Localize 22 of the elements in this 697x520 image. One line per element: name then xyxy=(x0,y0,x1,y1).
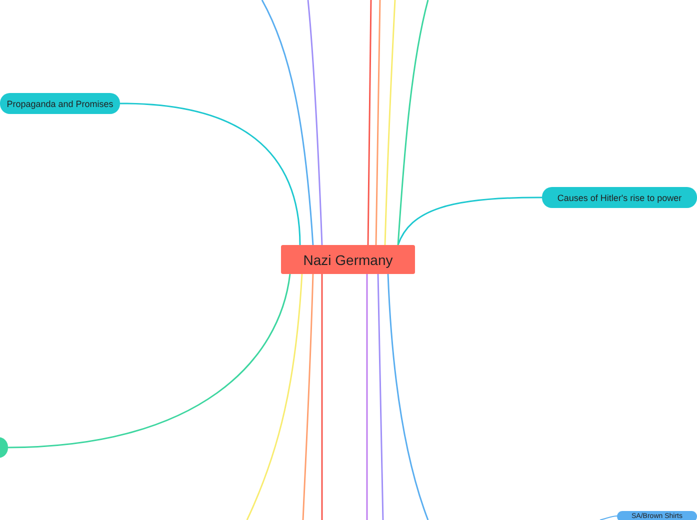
branch-line xyxy=(246,274,303,520)
topic-pill xyxy=(0,93,120,114)
subtopic-pill xyxy=(617,511,697,520)
topic-label: Causes of Hitler's rise to power xyxy=(557,192,682,202)
branch-line xyxy=(397,196,542,246)
topic-label: Nazi Germany xyxy=(303,252,393,268)
branch-line xyxy=(367,0,372,245)
branch-line xyxy=(366,274,368,520)
branch-line xyxy=(261,0,314,246)
central-topic-box xyxy=(281,245,415,274)
branch-line xyxy=(384,0,396,246)
branch-line xyxy=(120,102,301,246)
topic-pill xyxy=(542,187,697,208)
branch-line xyxy=(321,274,323,520)
topic-label: Propaganda and Promises xyxy=(6,98,114,108)
branch-line xyxy=(397,0,429,246)
branch-line xyxy=(302,274,314,520)
branch-line xyxy=(375,0,381,245)
branch-line xyxy=(8,274,291,448)
branch-line xyxy=(307,0,323,246)
branch-line xyxy=(387,274,429,520)
branch-line xyxy=(377,274,384,520)
